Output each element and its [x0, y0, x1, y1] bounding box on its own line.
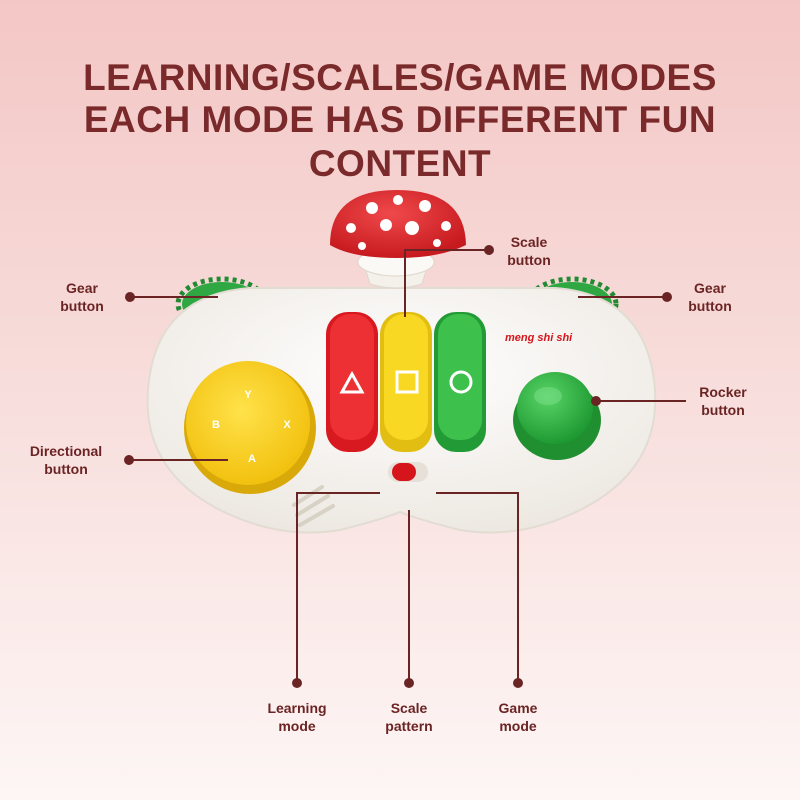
scale-key-red[interactable]	[326, 312, 378, 452]
dpad-letter-bottom: A	[248, 453, 256, 465]
callout-leaders	[124, 245, 686, 688]
dpad-letter-left: B	[212, 419, 220, 431]
mode-slider[interactable]	[388, 462, 428, 482]
dpad-letter-right: X	[283, 419, 291, 431]
rocker-joystick[interactable]	[513, 372, 601, 460]
dpad[interactable]	[184, 361, 316, 494]
mushroom-top[interactable]	[330, 190, 466, 289]
headline-line-2: EACH MODE HAS DIFFERENT FUN CONTENT	[83, 99, 717, 184]
scale-key-green[interactable]	[434, 312, 486, 452]
brand-label: meng shi shi	[505, 332, 573, 344]
dpad-letter-top: Y	[244, 389, 252, 401]
scale-key-yellow[interactable]	[380, 312, 432, 452]
speaker-grille	[292, 485, 335, 527]
headline-line-1: LEARNING/SCALES/GAME MODES	[83, 57, 717, 98]
